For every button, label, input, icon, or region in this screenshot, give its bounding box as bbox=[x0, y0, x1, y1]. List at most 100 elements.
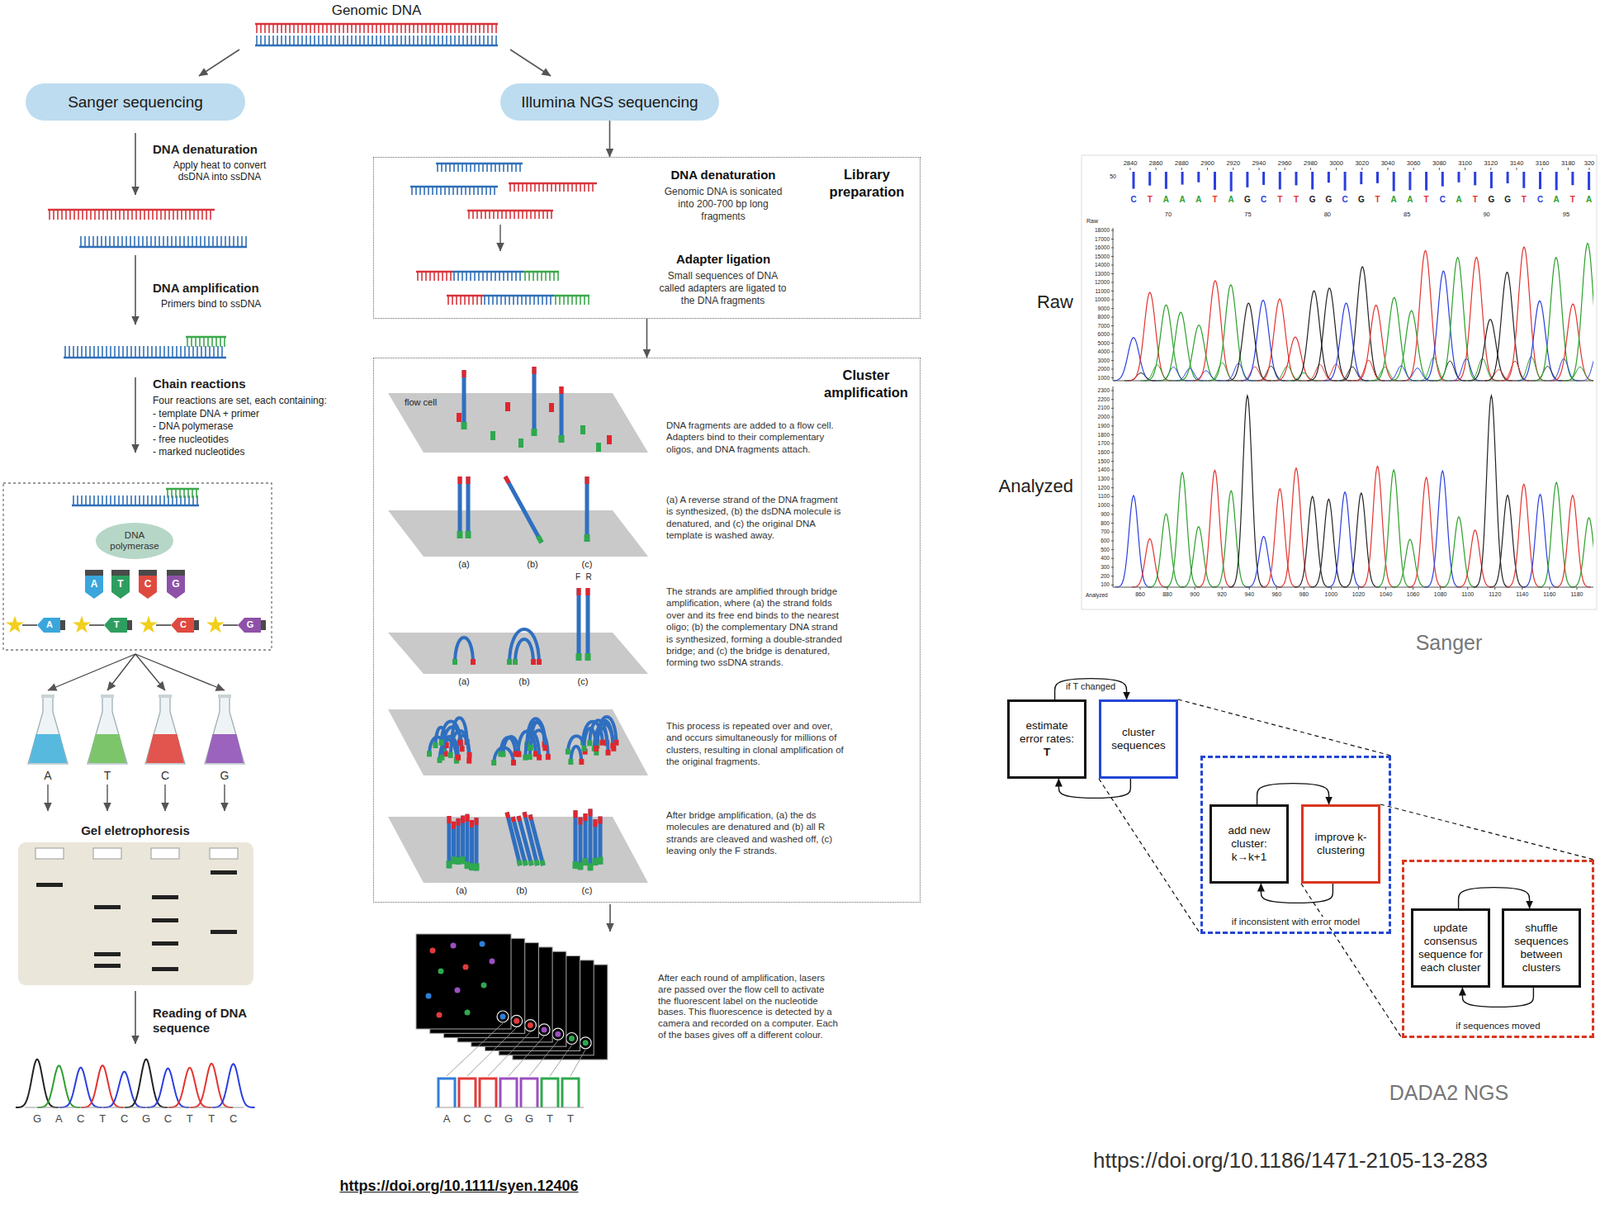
base-call-bar bbox=[1311, 171, 1314, 190]
base-tick bbox=[211, 336, 214, 347]
base-tick bbox=[264, 35, 266, 46]
axis-tick bbox=[1111, 230, 1114, 232]
adapter-green bbox=[512, 658, 518, 665]
axis-tick bbox=[1111, 505, 1114, 507]
text-label: 700 bbox=[1100, 528, 1110, 535]
analyzed-trace bbox=[1245, 536, 1283, 587]
base-tick bbox=[519, 271, 521, 281]
base-tick bbox=[440, 163, 443, 172]
text-label: A bbox=[1585, 194, 1592, 205]
dna-strand bbox=[573, 809, 578, 869]
focus-ring bbox=[579, 1036, 592, 1049]
base-tick bbox=[530, 183, 532, 192]
base-tick bbox=[404, 23, 407, 34]
base-tick bbox=[313, 23, 316, 34]
text-label: 320 bbox=[1584, 159, 1596, 167]
base-tick bbox=[445, 35, 448, 46]
adapter-green bbox=[439, 754, 445, 761]
text-label: 3040 bbox=[1381, 159, 1396, 167]
bridge bbox=[515, 639, 534, 664]
fluor-dot bbox=[450, 942, 457, 949]
base-tick bbox=[48, 209, 51, 220]
base-tick bbox=[191, 488, 194, 498]
base-tick bbox=[109, 495, 112, 506]
base-tick bbox=[208, 345, 211, 358]
dna-strand bbox=[447, 815, 452, 868]
base-tick bbox=[433, 271, 436, 281]
axis-tick bbox=[1467, 586, 1468, 590]
base-call-bar bbox=[1473, 171, 1477, 185]
base-tick bbox=[379, 35, 382, 46]
text-label: 16000 bbox=[1094, 244, 1110, 251]
leader-line bbox=[487, 1031, 531, 1076]
axis-line bbox=[1112, 380, 1594, 382]
text-label: 3100 bbox=[1457, 159, 1473, 167]
base-tick bbox=[186, 336, 189, 347]
adapter-red bbox=[511, 759, 516, 766]
base-tick bbox=[113, 345, 116, 358]
text-label: Reading of DNA sequence bbox=[152, 1005, 261, 1036]
raw-trace bbox=[1420, 270, 1466, 381]
base-tick bbox=[280, 23, 283, 34]
analyzed-trace bbox=[1391, 539, 1429, 587]
text-label: C bbox=[1439, 194, 1446, 205]
chromatogram-peak bbox=[212, 1063, 256, 1108]
dna-strand bbox=[523, 271, 559, 281]
base-call-bar bbox=[1181, 171, 1184, 185]
base-tick bbox=[427, 186, 430, 195]
linker bbox=[156, 624, 171, 626]
base-tick bbox=[205, 209, 208, 220]
adapter-red bbox=[532, 366, 537, 374]
base-tick bbox=[359, 35, 361, 46]
axis-tick bbox=[1111, 531, 1114, 533]
text-label: 1140 bbox=[1515, 591, 1529, 598]
axis-tick bbox=[1111, 478, 1114, 480]
base-tick bbox=[477, 186, 479, 195]
base-tick bbox=[512, 295, 515, 305]
base-tick bbox=[85, 495, 87, 506]
base-tick bbox=[449, 163, 451, 172]
adapter-green bbox=[473, 862, 480, 871]
axis-tick bbox=[1221, 586, 1223, 590]
base-tick bbox=[451, 295, 454, 305]
analyzed-trace bbox=[1538, 482, 1575, 587]
adapter-green bbox=[522, 754, 528, 761]
signal-bar bbox=[562, 1078, 579, 1108]
base-tick bbox=[118, 209, 121, 220]
base-tick bbox=[272, 35, 275, 46]
analyzed-trace bbox=[1197, 470, 1234, 587]
text-label: A bbox=[1406, 194, 1413, 205]
raw-trace bbox=[1580, 355, 1594, 381]
base-tick bbox=[530, 210, 532, 219]
axis-tick bbox=[1464, 167, 1466, 171]
axis-tick bbox=[1111, 398, 1114, 400]
raw-trace bbox=[1372, 297, 1417, 381]
axis-tick bbox=[1140, 586, 1141, 590]
base-tick bbox=[579, 183, 582, 192]
node-text: Small sequences of DNA called adapters a… bbox=[654, 269, 791, 308]
axis-tick bbox=[1111, 317, 1114, 318]
analyzed-trace bbox=[1326, 492, 1364, 587]
oligo bbox=[580, 425, 586, 435]
base-tick bbox=[431, 186, 434, 195]
text-label: 2300 bbox=[1098, 387, 1110, 394]
text-label: G bbox=[1358, 194, 1365, 205]
base-tick bbox=[338, 35, 341, 46]
gel-band bbox=[151, 966, 179, 971]
adapter-red bbox=[593, 818, 598, 827]
base-tick bbox=[509, 183, 512, 192]
fluor-dot bbox=[568, 1035, 575, 1042]
method-pill: Sanger sequencing bbox=[25, 83, 246, 121]
base-tick bbox=[468, 186, 471, 195]
axis-tick bbox=[1284, 167, 1286, 171]
base-call-bar bbox=[1424, 171, 1428, 191]
dna-strand bbox=[593, 818, 598, 866]
adapter-green bbox=[457, 530, 464, 539]
connector bbox=[1058, 778, 1131, 798]
fluor-star bbox=[206, 615, 225, 633]
base-tick bbox=[553, 271, 555, 281]
base-tick bbox=[367, 23, 370, 34]
adapter-green bbox=[581, 745, 587, 752]
adapter-red bbox=[530, 658, 536, 665]
base-tick bbox=[436, 163, 439, 172]
